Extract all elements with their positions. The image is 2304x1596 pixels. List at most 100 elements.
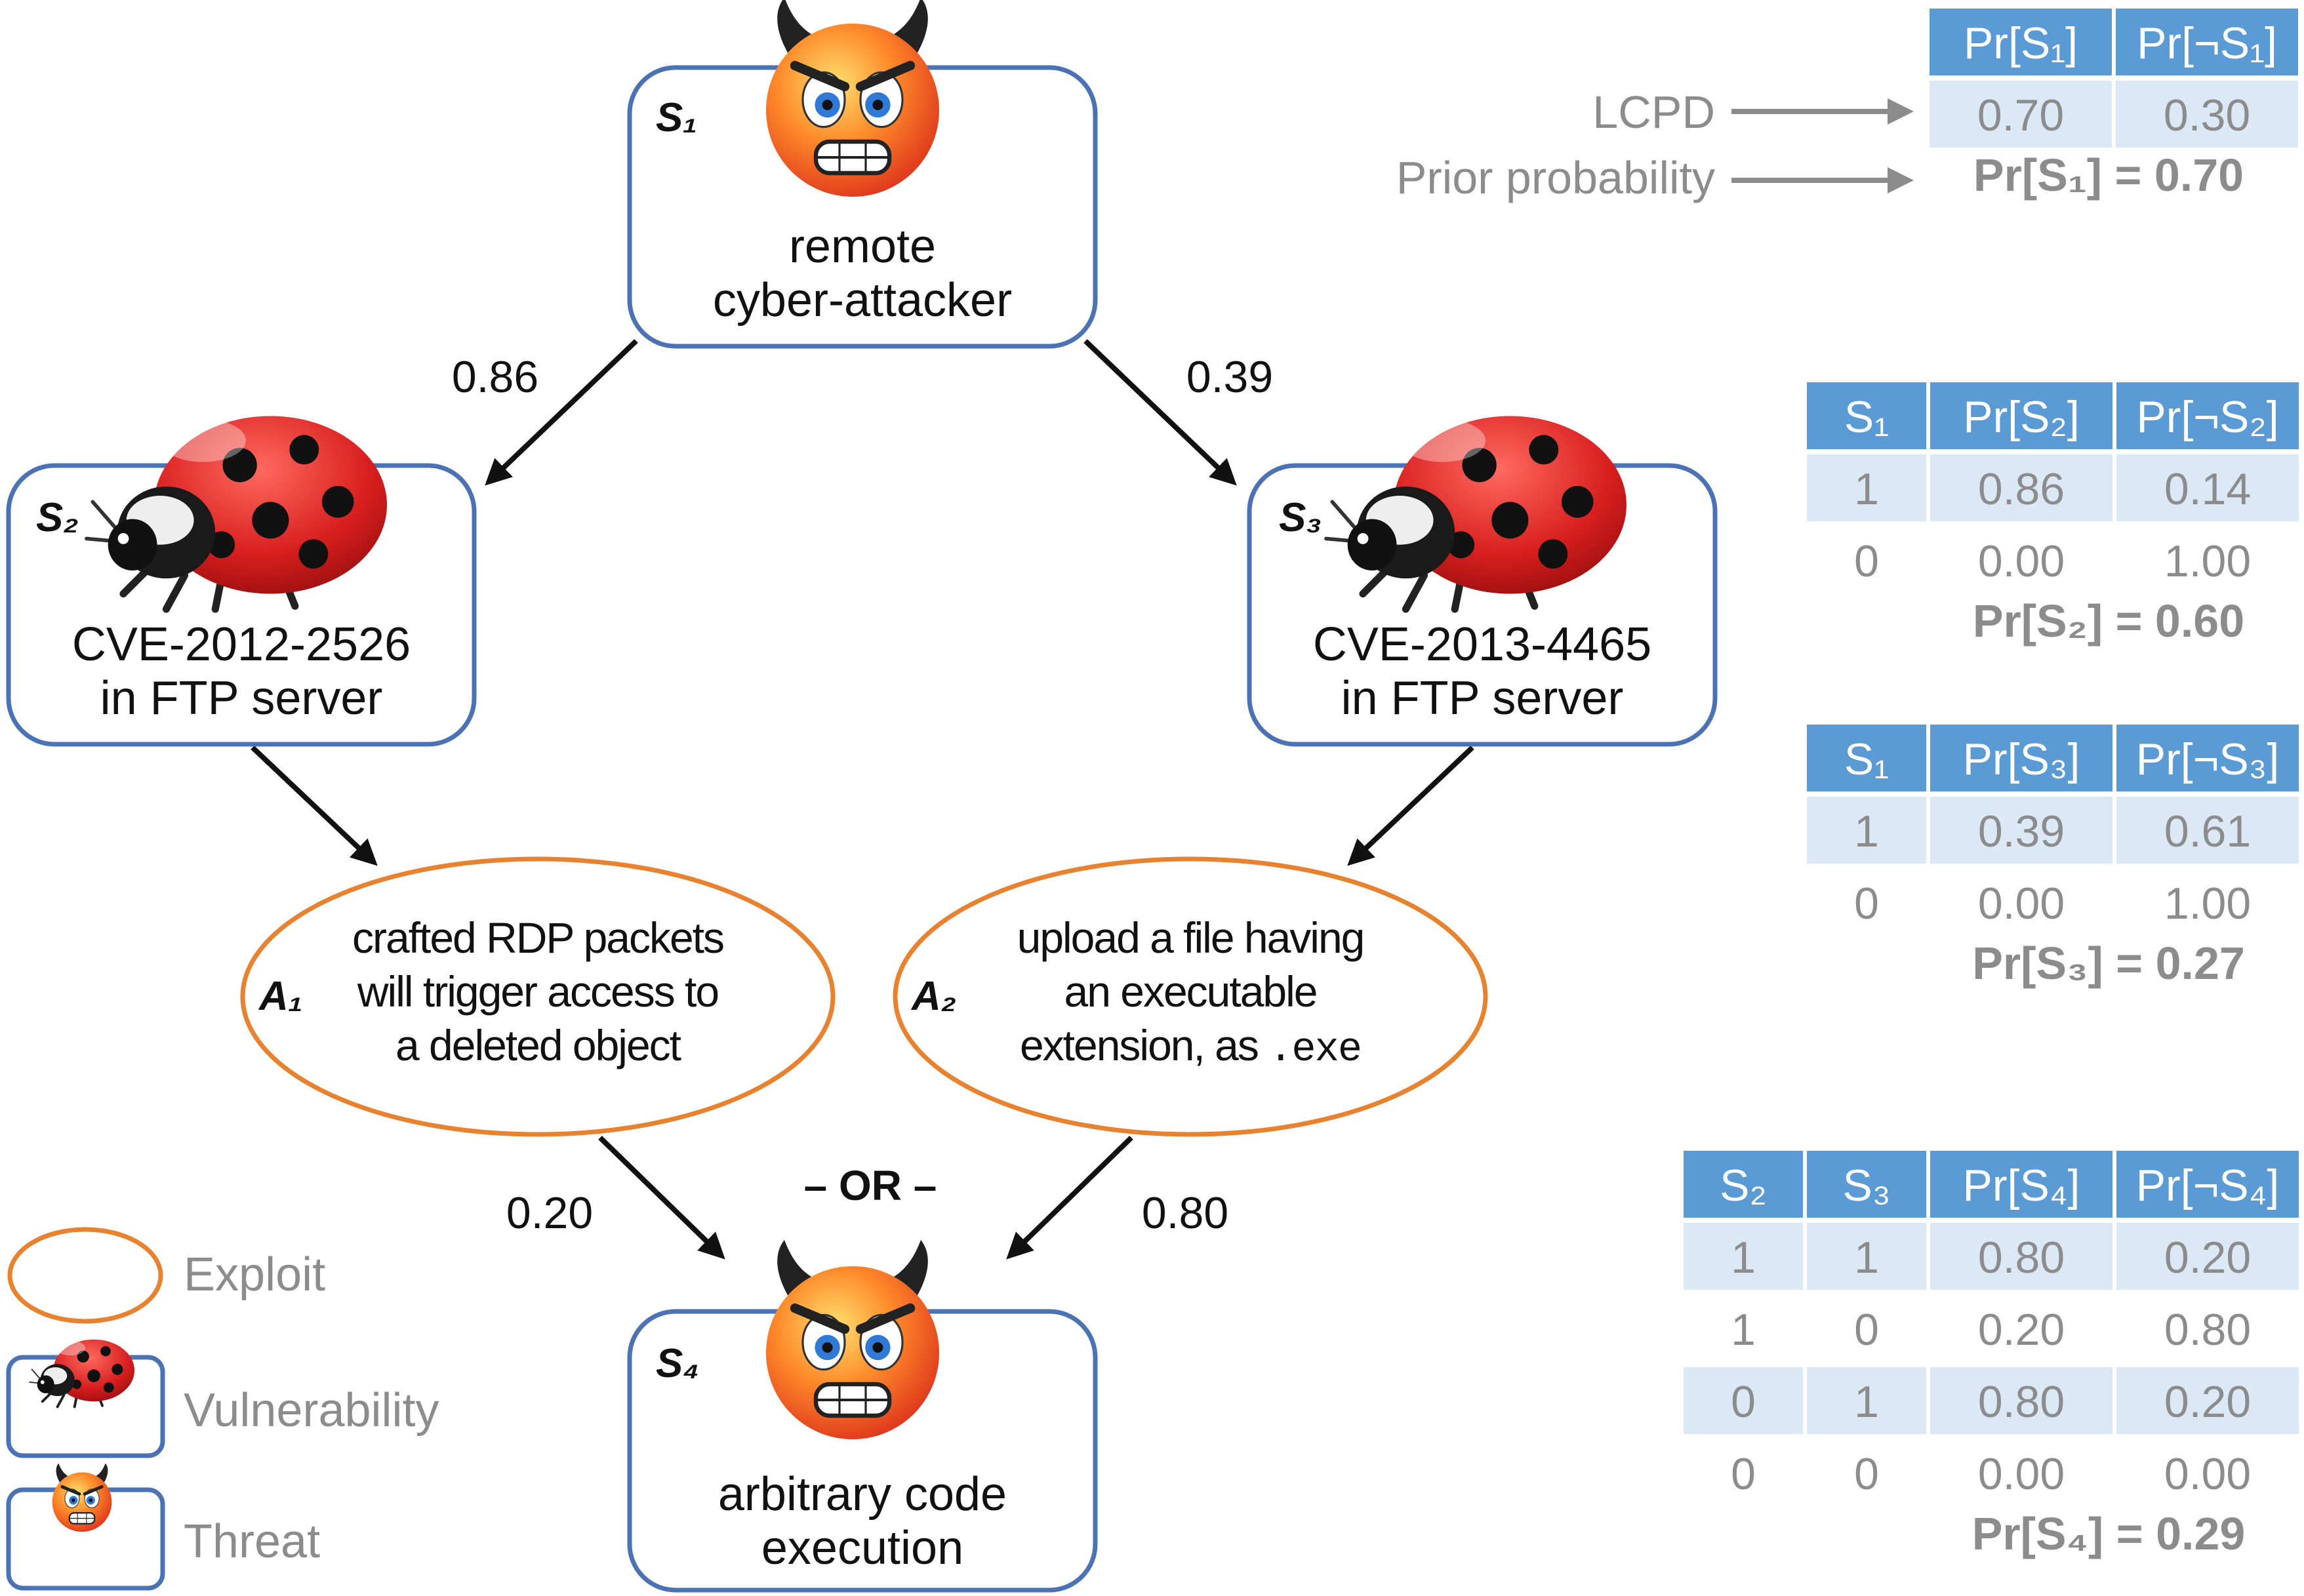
edge-label-s1-s3: 0.39 bbox=[1186, 352, 1273, 402]
node-s4-label-line2: execution bbox=[761, 1522, 963, 1574]
table-header-cell bbox=[1807, 1151, 1926, 1218]
marginal-probability: Pr[S₂] = 0.60 bbox=[1973, 595, 2244, 647]
callout-lcpd: LCPD bbox=[1592, 87, 1715, 138]
table-cell: 0.80 bbox=[1978, 1377, 2065, 1427]
table-header-text: Pr[¬S₂] bbox=[2136, 392, 2278, 442]
table-cell: 0 bbox=[1731, 1449, 1756, 1499]
edge-s3-a2 bbox=[1347, 746, 1474, 866]
node-s3-id: S₃ bbox=[1279, 495, 1322, 540]
table-header-cell bbox=[1684, 1151, 1803, 1218]
table-cell: 0.20 bbox=[2164, 1233, 2251, 1283]
table-cell: 1 bbox=[1854, 807, 1879, 856]
node-s3: S₃ CVE-2013-4465 in FTP server bbox=[1247, 416, 1718, 747]
table-header-text: Pr[¬S₁] bbox=[2137, 18, 2277, 68]
legend: Exploit Vulnerability Threat bbox=[6, 1227, 439, 1591]
edge-s1-s3 bbox=[1083, 339, 1237, 486]
exploit-a1-label-line2: will trigger access to bbox=[357, 967, 718, 1016]
table-header-cell bbox=[1930, 9, 2112, 75]
table-row-shade bbox=[1930, 797, 2112, 864]
node-s2: S₂ CVE-2012-2526 in FTP server bbox=[6, 416, 477, 747]
exploit-a2-label-line2: an executable bbox=[1064, 967, 1317, 1016]
edge-label-a1-s4: 0.20 bbox=[506, 1188, 593, 1238]
node-s3-label-line1: CVE-2013-4465 bbox=[1313, 618, 1651, 671]
table-cell: 0.80 bbox=[2164, 1305, 2251, 1355]
legend-exploit-label: Exploit bbox=[184, 1248, 325, 1301]
node-s2-label-line2: in FTP server bbox=[100, 672, 383, 725]
table-cell: 0.39 bbox=[1978, 807, 2065, 856]
table-header-text: Pr[¬S₃] bbox=[2136, 734, 2280, 784]
table-row-shade bbox=[1930, 1223, 2112, 1290]
table-row-shade bbox=[1930, 454, 2112, 521]
legend-exploit-swatch bbox=[7, 1227, 163, 1324]
edge-label-a2-s4: 0.80 bbox=[1142, 1188, 1228, 1238]
node-s4-label-line1: arbitrary code bbox=[718, 1468, 1007, 1521]
table-cell: 1 bbox=[1854, 1377, 1879, 1427]
devil-face-icon bbox=[766, 0, 939, 197]
table-cell: 1 bbox=[1731, 1233, 1756, 1283]
table-cell: 1 bbox=[1854, 464, 1879, 514]
exploit-a2-label-line1: upload a file having bbox=[1017, 913, 1364, 962]
table-row-shade bbox=[2116, 797, 2299, 864]
table-cell: 0.00 bbox=[2164, 1449, 2251, 1499]
table-header-text: Pr[¬S₄] bbox=[2136, 1161, 2280, 1210]
callouts: LCPD Prior probability bbox=[1396, 87, 1914, 203]
table-cell: 0.61 bbox=[2164, 807, 2251, 856]
edge-label-s1-s2: 0.86 bbox=[452, 352, 538, 402]
table-cell: 1.00 bbox=[2164, 536, 2251, 586]
table-cell: 0 bbox=[1854, 536, 1879, 586]
table-cell: 0.00 bbox=[1978, 536, 2065, 586]
callout-prior: Prior probability bbox=[1396, 152, 1715, 203]
node-s4-id: S₄ bbox=[656, 1341, 699, 1386]
node-s3-label-line2: in FTP server bbox=[1341, 672, 1624, 725]
table-row-shade bbox=[1807, 797, 1926, 864]
exploit-a1-label-line3: a deleted object bbox=[395, 1021, 681, 1069]
table-header-text: Pr[S₄] bbox=[1963, 1161, 2080, 1210]
table-row-shade bbox=[1930, 1367, 2112, 1434]
marginal-probability: Pr[S₄] = 0.29 bbox=[1972, 1508, 2246, 1559]
table-cell: 0 bbox=[1854, 1449, 1879, 1499]
table-row-shade bbox=[1807, 1367, 1926, 1434]
table-cell: 0.20 bbox=[1978, 1305, 2065, 1355]
node-s2-id: S₂ bbox=[36, 495, 79, 540]
exploit-a2-label-line3: extension, as .exe bbox=[1020, 1021, 1361, 1073]
node-s4: S₄ arbitrary code execution bbox=[627, 1240, 1098, 1593]
node-s1-label-line2: cyber-attacker bbox=[713, 274, 1012, 327]
table-header-text: S₂ bbox=[1720, 1161, 1767, 1210]
table-cell: 0.00 bbox=[1978, 1449, 2065, 1499]
table-cell: 0.80 bbox=[1978, 1233, 2065, 1283]
devil-face-icon bbox=[766, 1240, 939, 1439]
exploit-a2-label-line3-text: extension, as bbox=[1020, 1021, 1268, 1069]
exploit-a2-code: .exe bbox=[1268, 1026, 1361, 1073]
table-cell: 1.00 bbox=[2164, 879, 2251, 928]
table-header-text: S₁ bbox=[1844, 392, 1889, 442]
table-row-shade bbox=[1684, 1367, 1803, 1434]
edges bbox=[251, 339, 1474, 1260]
table-header-cell bbox=[1807, 725, 1926, 791]
table-cell: 1 bbox=[1854, 1233, 1879, 1283]
table-cell: 0.00 bbox=[1978, 879, 2065, 928]
table-cell: 0 bbox=[1731, 1377, 1756, 1427]
node-s2-label-line1: CVE-2012-2526 bbox=[72, 618, 411, 671]
table-cell: 0 bbox=[1854, 879, 1879, 928]
table-cell: 0.70 bbox=[1977, 90, 2064, 140]
table-header-text: S₁ bbox=[1844, 734, 1889, 784]
table-header-cell bbox=[1807, 382, 1926, 449]
table-row-shade bbox=[2116, 454, 2299, 521]
marginal-probability: Pr[S₁] = 0.70 bbox=[1973, 150, 2244, 201]
table-cell: 0.14 bbox=[2164, 464, 2251, 514]
edge-a1-s4 bbox=[598, 1136, 725, 1260]
table-row-shade bbox=[2116, 1223, 2299, 1290]
or-label: – OR – bbox=[804, 1162, 937, 1209]
table-header-text: Pr[S₃] bbox=[1963, 734, 2080, 784]
table-row-shade bbox=[2116, 81, 2298, 148]
devil-face-icon bbox=[52, 1464, 112, 1532]
table-cell: 0.30 bbox=[2164, 90, 2250, 140]
table-row-shade bbox=[1930, 81, 2112, 148]
edge-a2-s4 bbox=[1006, 1136, 1133, 1260]
table-header-text: S₃ bbox=[1842, 1161, 1890, 1210]
table-row-shade bbox=[2116, 1367, 2299, 1434]
